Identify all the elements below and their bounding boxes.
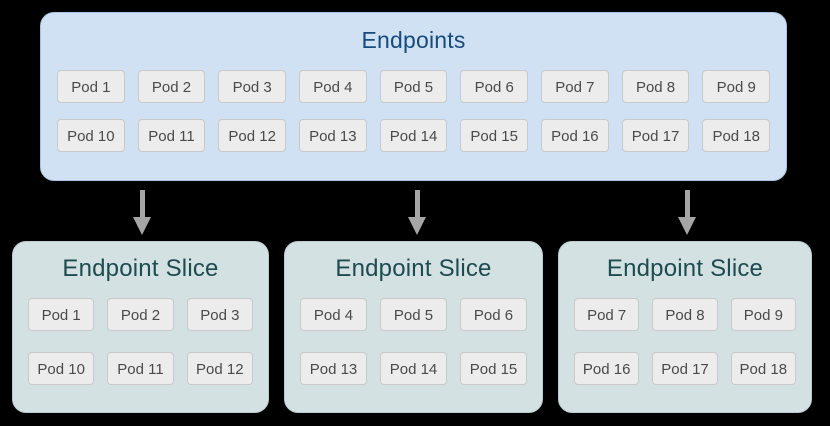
down-arrow-head bbox=[133, 217, 151, 235]
pod: Pod 6 bbox=[460, 298, 527, 331]
pod: Pod 2 bbox=[107, 298, 174, 331]
pod: Pod 10 bbox=[57, 119, 125, 152]
pod: Pod 16 bbox=[541, 119, 609, 152]
pod: Pod 13 bbox=[299, 119, 367, 152]
down-arrow-stem bbox=[414, 190, 420, 217]
endpoints-box: Endpoints Pod 1 Pod 2 Pod 3 Pod 4 Pod 5 … bbox=[40, 12, 787, 181]
pod: Pod 15 bbox=[460, 352, 527, 385]
endpoint-slice-title: Endpoint Slice bbox=[335, 255, 492, 282]
slice-2-pod-row-2: Pod 13 Pod 14 Pod 15 bbox=[285, 352, 542, 385]
pod: Pod 8 bbox=[652, 298, 718, 331]
pod: Pod 17 bbox=[652, 352, 718, 385]
pod: Pod 6 bbox=[460, 70, 529, 103]
slice-3-pod-row-2: Pod 16 Pod 17 Pod 18 bbox=[559, 352, 811, 385]
pod: Pod 4 bbox=[299, 70, 367, 103]
pod: Pod 1 bbox=[28, 298, 95, 331]
pod: Pod 11 bbox=[107, 352, 174, 385]
down-arrow-stem bbox=[684, 190, 690, 217]
pod: Pod 11 bbox=[137, 119, 206, 152]
pod: Pod 9 bbox=[730, 298, 796, 331]
pod: Pod 16 bbox=[574, 352, 640, 385]
pod: Pod 4 bbox=[300, 298, 367, 331]
slice-3-pod-row-1: Pod 7 Pod 8 Pod 9 bbox=[559, 298, 811, 331]
endpoints-title: Endpoints bbox=[361, 27, 466, 53]
slice-1-pod-row-1: Pod 1 Pod 2 Pod 3 bbox=[13, 298, 268, 331]
pod: Pod 17 bbox=[621, 119, 690, 152]
pod: Pod 15 bbox=[460, 119, 529, 152]
pod: Pod 9 bbox=[702, 70, 771, 103]
pod: Pod 5 bbox=[380, 298, 447, 331]
pod: Pod 18 bbox=[730, 352, 796, 385]
pod: Pod 8 bbox=[621, 70, 690, 103]
endpoints-pod-row-2: Pod 10 Pod 11 Pod 12 Pod 13 Pod 14 Pod 1… bbox=[41, 119, 786, 152]
pod: Pod 3 bbox=[218, 70, 287, 103]
pod: Pod 2 bbox=[137, 70, 206, 103]
endpoint-slice-box-1: Endpoint Slice Pod 1 Pod 2 Pod 3 Pod 10 … bbox=[12, 241, 269, 413]
down-arrow-head bbox=[408, 217, 426, 235]
pod: Pod 13 bbox=[300, 352, 367, 385]
pod: Pod 18 bbox=[702, 119, 771, 152]
pod: Pod 12 bbox=[218, 119, 287, 152]
down-arrow-head bbox=[678, 217, 696, 235]
endpoint-slice-title: Endpoint Slice bbox=[606, 255, 764, 282]
endpoints-pod-row-1: Pod 1 Pod 2 Pod 3 Pod 4 Pod 5 Pod 6 Pod … bbox=[41, 70, 786, 103]
down-arrow-stem bbox=[139, 190, 145, 217]
pod: Pod 12 bbox=[186, 352, 253, 385]
down-arrow-icon bbox=[133, 190, 151, 235]
slice-1-pod-row-2: Pod 10 Pod 11 Pod 12 bbox=[13, 352, 268, 385]
down-arrow-icon bbox=[408, 190, 426, 235]
pod: Pod 10 bbox=[28, 352, 95, 385]
pod: Pod 7 bbox=[541, 70, 609, 103]
pod: Pod 5 bbox=[379, 70, 448, 103]
endpoint-slice-title: Endpoint Slice bbox=[62, 255, 219, 282]
pod: Pod 14 bbox=[379, 119, 448, 152]
pod: Pod 1 bbox=[57, 70, 125, 103]
slice-2-pod-row-1: Pod 4 Pod 5 Pod 6 bbox=[285, 298, 542, 331]
endpoint-slice-box-2: Endpoint Slice Pod 4 Pod 5 Pod 6 Pod 13 … bbox=[284, 241, 543, 413]
pod: Pod 3 bbox=[186, 298, 253, 331]
endpoint-slice-box-3: Endpoint Slice Pod 7 Pod 8 Pod 9 Pod 16 … bbox=[558, 241, 812, 413]
pod: Pod 7 bbox=[574, 298, 640, 331]
pod: Pod 14 bbox=[380, 352, 447, 385]
down-arrow-icon bbox=[678, 190, 696, 235]
